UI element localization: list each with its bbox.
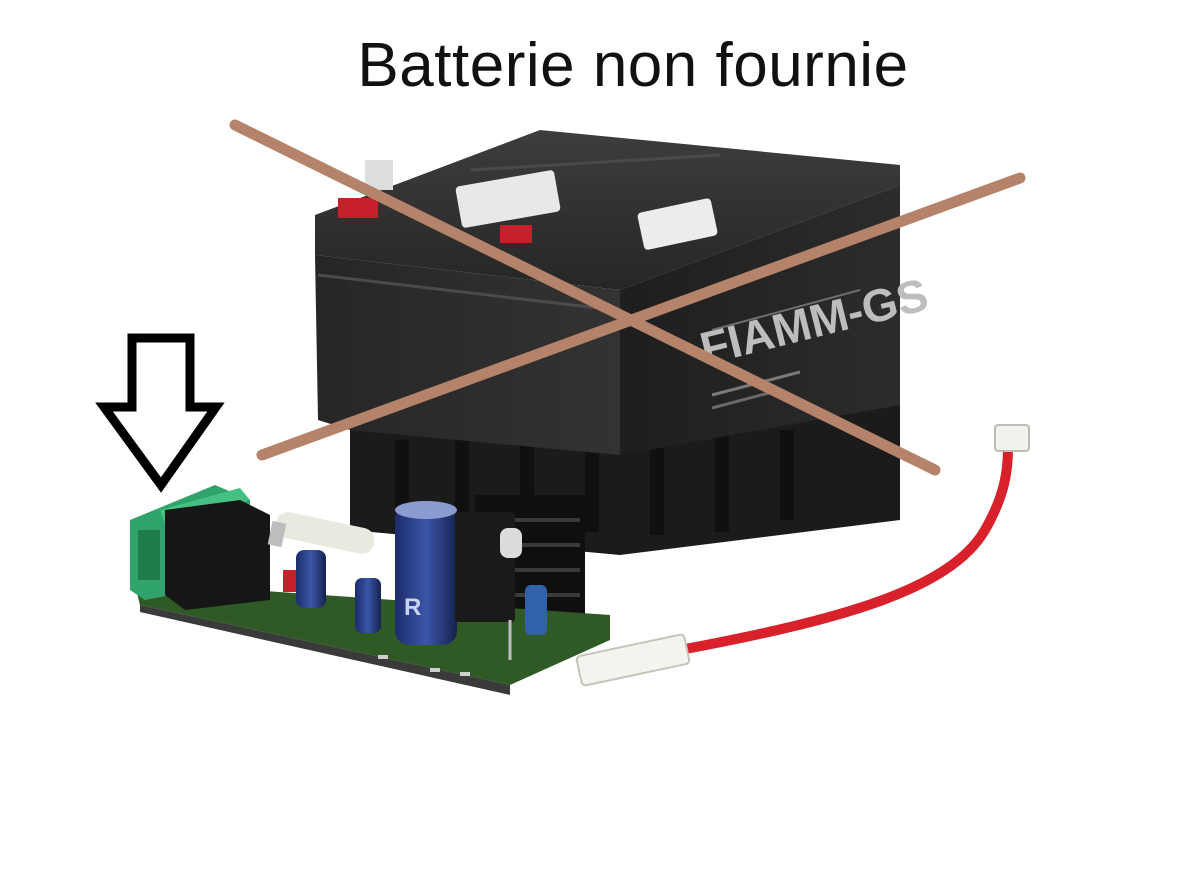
- cross-out-mark: [229, 119, 1026, 476]
- fuse: [267, 512, 375, 554]
- cable-connector-top: [994, 424, 1030, 452]
- battery-cable: [575, 424, 1030, 687]
- small-capacitors: [296, 550, 547, 635]
- cable-connector-bottom: [575, 633, 691, 687]
- battery: FIAMM-GS: [315, 130, 933, 555]
- pcb-board: R: [130, 485, 610, 695]
- battery-terminals: [338, 160, 718, 250]
- regulator: [455, 512, 522, 660]
- large-capacitor: R: [395, 501, 457, 645]
- relay-block: [165, 500, 270, 610]
- battery-front: [315, 255, 620, 455]
- battery-top: [315, 130, 900, 290]
- down-arrow-icon: [95, 333, 225, 493]
- svg-text:R: R: [404, 594, 421, 621]
- caption-title: Batterie non fournie: [357, 31, 909, 100]
